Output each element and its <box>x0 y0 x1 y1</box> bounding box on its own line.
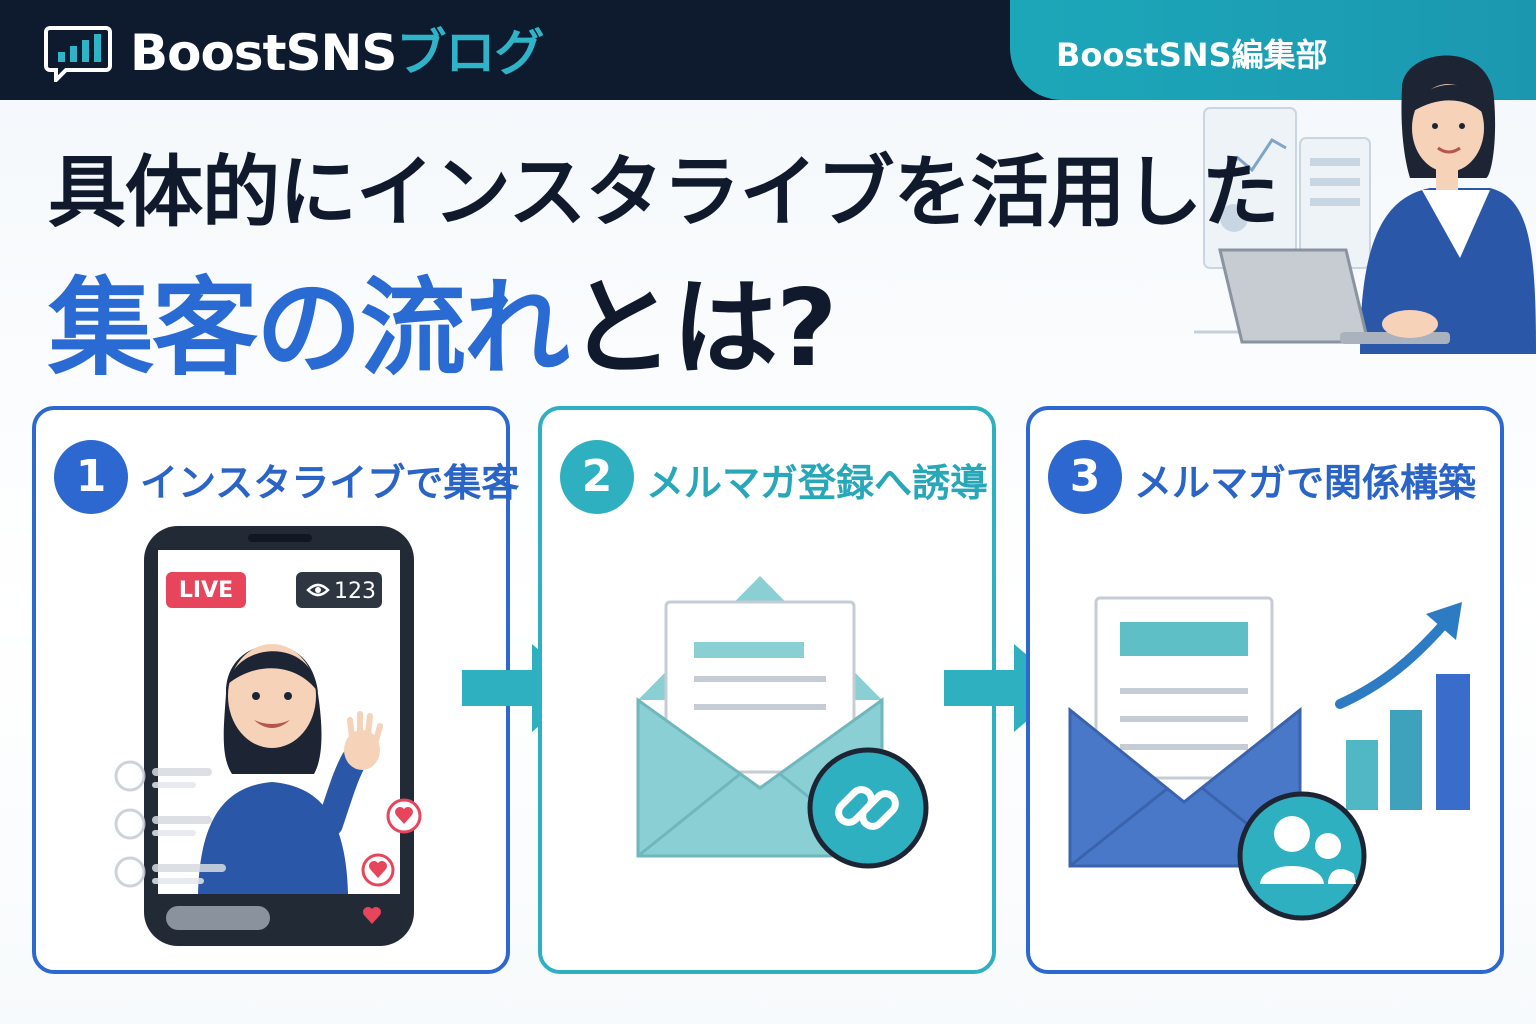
trend-arrow-icon <box>1335 619 1449 709</box>
heart-icon <box>386 798 422 834</box>
live-phone-illustration: LIVE 123 <box>114 526 422 946</box>
headline-highlight: 集客の流れ <box>48 267 570 390</box>
eye-icon <box>306 583 330 597</box>
comment-list <box>114 760 226 888</box>
chart-bubble-icon <box>44 26 112 82</box>
link-icon <box>807 747 929 869</box>
step-number-3: 3 <box>1048 440 1122 514</box>
headline-tail: とは? <box>568 267 837 390</box>
relationship-illustration <box>1068 596 1470 921</box>
brand-main: BoostSNS <box>130 24 397 82</box>
headline-line-1: 具体的にインスタライブを活用した <box>48 148 1279 238</box>
heart-icon <box>361 853 395 887</box>
logo[interactable]: BoostSNSブログ <box>44 24 544 82</box>
heart-icon <box>363 907 381 924</box>
mail-signup-illustration <box>636 576 929 869</box>
editorial-label[interactable]: BoostSNS編集部 <box>1056 36 1328 74</box>
hero-illustration <box>1194 55 1536 354</box>
headline-line-2: 集客の流れとは? <box>48 242 837 396</box>
step-number-1: 1 <box>54 440 128 514</box>
brand-accent: ブログ <box>396 24 544 82</box>
step-title-3: メルマガで関係構築 <box>1134 461 1477 505</box>
live-badge: LIVE <box>179 578 233 603</box>
users-icon <box>1237 791 1367 921</box>
step-number-2: 2 <box>560 440 634 514</box>
brand-name: BoostSNSブログ <box>130 28 544 78</box>
step-title-2: メルマガ登録へ誘導 <box>646 461 989 505</box>
step-title-1: インスタライブで集客 <box>140 461 520 505</box>
viewer-count: 123 <box>334 579 376 604</box>
